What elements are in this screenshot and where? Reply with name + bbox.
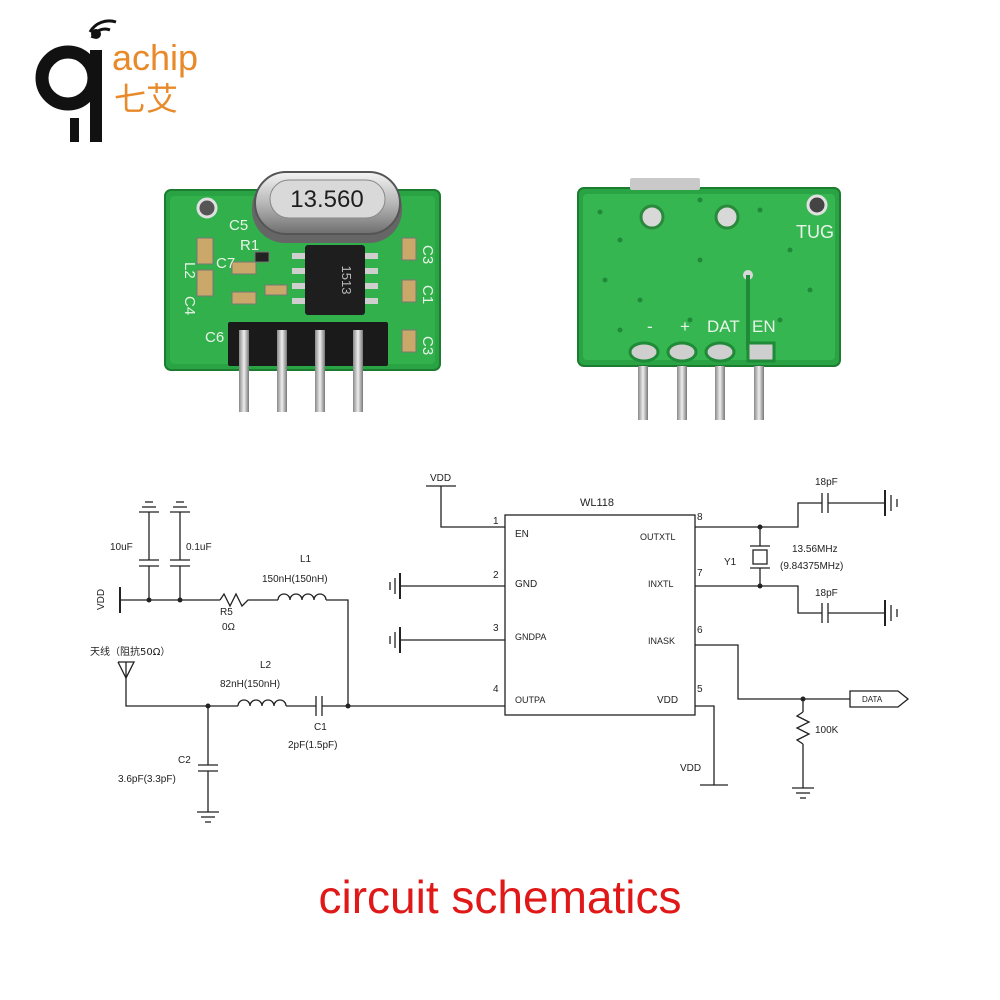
- data-label: DATA: [862, 695, 883, 704]
- pin-number: 1: [493, 516, 499, 527]
- c1-name: C1: [314, 722, 327, 733]
- chip-name: WL118: [580, 497, 614, 509]
- pin-label-plus: +: [680, 317, 690, 336]
- r5-value: 0Ω: [222, 622, 236, 633]
- wireless-wave-icon: [90, 27, 111, 39]
- pin-name: OUTXTL: [640, 532, 676, 542]
- c1-value: 2pF(1.5pF): [288, 740, 337, 751]
- logo-brand-text: achip: [112, 37, 198, 78]
- vdd-label: VDD: [96, 589, 107, 610]
- brand-logo: achip 七艾: [35, 19, 198, 142]
- logo-q-circle: [35, 45, 101, 111]
- pin-name: VDD: [657, 695, 678, 706]
- pin-name: GND: [515, 579, 537, 590]
- inductor-l1: [277, 593, 327, 601]
- crystal-y1-symbol: [752, 549, 768, 565]
- silk-label: L2: [181, 262, 198, 279]
- header-pins: [239, 330, 363, 412]
- cap-18pf-bottom-label: 18pF: [815, 588, 838, 599]
- y1-name: Y1: [724, 557, 737, 568]
- pin-number: 8: [697, 512, 703, 523]
- caption: circuit schematics: [318, 871, 682, 923]
- l1-name: L1: [300, 554, 312, 565]
- silk-label: C4: [181, 296, 198, 315]
- pin-name: EN: [515, 529, 529, 540]
- y1-frequency-alt: (9.84375MHz): [780, 561, 843, 572]
- pin-number: 3: [493, 623, 499, 634]
- mounting-hole-icon: [806, 194, 828, 216]
- ic-chip: [305, 245, 365, 315]
- board-brand-label: TUG: [796, 222, 834, 242]
- solder-pad: [639, 204, 665, 230]
- r-100k-label: 100K: [815, 725, 839, 736]
- logo-i-stem: [70, 118, 79, 142]
- silk-label: C3: [419, 336, 436, 355]
- silk-label: C7: [216, 255, 235, 272]
- solder-pad: [714, 204, 740, 230]
- crystal-edge: [630, 178, 700, 190]
- back-pcb-board: TUG - + DAT EN: [577, 178, 841, 420]
- vdd-label: VDD: [680, 763, 701, 774]
- r5-name: R5: [220, 607, 233, 618]
- pin-number: 4: [493, 684, 499, 695]
- c2-name: C2: [178, 755, 191, 766]
- logo-chinese-text: 七艾: [114, 80, 178, 118]
- pin-name: INASK: [648, 636, 675, 646]
- vdd-label: VDD: [430, 473, 451, 484]
- pin-number: 5: [697, 684, 703, 695]
- crystal-label: 13.560: [290, 186, 363, 213]
- y1-frequency: 13.56MHz: [792, 544, 838, 555]
- silk-label: R1: [240, 237, 259, 254]
- logo-q-stem: [90, 50, 102, 142]
- smd-components: [196, 237, 417, 353]
- pin-name: OUTPA: [515, 695, 545, 705]
- silk-label: C1: [419, 285, 436, 304]
- silk-label: C3: [419, 245, 436, 264]
- resistor-r5: [219, 592, 278, 608]
- silk-label: C5: [229, 217, 248, 234]
- antenna-label: 天线（阻抗50Ω）: [90, 645, 170, 658]
- inductor-l2: [237, 699, 287, 707]
- wireless-wave-icon: [88, 19, 117, 33]
- pin-number: 7: [697, 568, 703, 579]
- pin-name: GNDPA: [515, 632, 546, 642]
- cap-01uf-label: 0.1uF: [186, 542, 212, 553]
- pin-number: 2: [493, 570, 499, 581]
- c2-value: 3.6pF(3.3pF): [118, 774, 176, 785]
- l2-name: L2: [260, 660, 272, 671]
- circuit-schematic: WL118 EN GND GNDPA OUTPA 1 2 3 4 OUTXTL …: [90, 473, 910, 823]
- cap-10uf-label: 10uF: [110, 542, 133, 553]
- pin-number: 6: [697, 625, 703, 636]
- pin-label-dat: DAT: [707, 317, 740, 336]
- cap-18pf-top-label: 18pF: [815, 477, 838, 488]
- back-header-pins: [638, 366, 764, 420]
- l1-value: 150nH(150nH): [262, 574, 328, 585]
- pin-header-housing: [228, 322, 388, 366]
- resistor-100k: [795, 711, 811, 745]
- wl118-ic-symbol: [504, 514, 696, 716]
- data-port-symbol: [849, 690, 910, 708]
- ic-marking: 1513: [339, 266, 354, 295]
- mounting-hole-icon: [196, 197, 218, 219]
- front-pcb-board: 13.560 1513 C5 R1 C7 L2 C4 C6 C3: [164, 171, 441, 412]
- pin-label-minus: -: [647, 317, 653, 336]
- pin-name: INXTL: [648, 579, 674, 589]
- pin-label-en: EN: [752, 317, 776, 336]
- back-pin-pads: [628, 341, 776, 363]
- l2-value: 82nH(150nH): [220, 679, 280, 690]
- silk-label: C6: [205, 329, 224, 346]
